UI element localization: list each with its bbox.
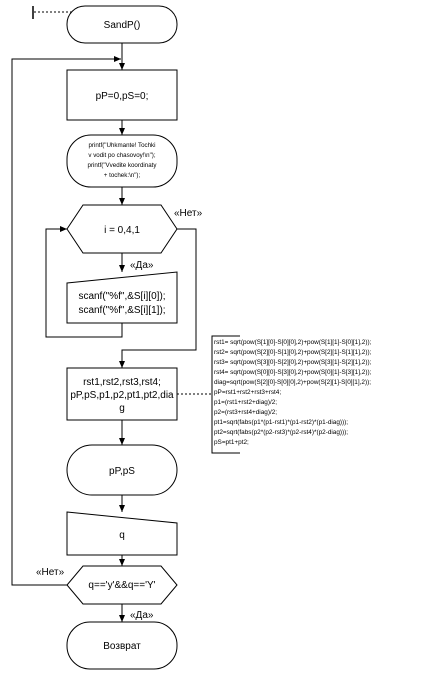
code-line: rst1= sqrt(pow(S[1][0]-S[0][0],2)+pow(S[… <box>214 339 372 346</box>
start-label: SandP() <box>104 20 141 31</box>
loop-yes-label: «Да» <box>130 260 154 271</box>
assign-label: pP=0,pS=0; <box>96 91 149 102</box>
code-line: rst4= sqrt(pow(S[0][0]-S[3][0],2)+pow(S[… <box>214 369 372 376</box>
code-line: pt1=sqrt(fabs(p1*(p1-rst1)*(p1-rst2)*(p1… <box>214 419 348 426</box>
repeat-hexagon <box>66 565 178 605</box>
loop-condition: i = 0,4,1 <box>104 225 140 236</box>
print-line-1: printf("Uhkmante! Tochki <box>88 142 155 149</box>
scanf-line-1: scanf("%f",&S[i][0]); <box>78 291 165 302</box>
compute-line-2: pP,pS,p1,p2,pt1,pt2,dia <box>70 390 174 401</box>
code-line: diag=sqrt(pow(S[2][0]-S[0][0],2)+pow(S[2… <box>214 379 371 386</box>
code-line: pP=rst1+rst2+rst3+rst4; <box>214 389 281 396</box>
code-line: pS=pt1+pt2; <box>214 439 249 446</box>
loop-return-line <box>45 226 123 338</box>
comment-bracket <box>211 335 240 454</box>
repeat-loop-line <box>11 56 121 586</box>
repeat-no-label: «Нет» <box>36 567 65 578</box>
code-line: rst3= sqrt(pow(S[3][0]-S[2][0],2)+pow(S[… <box>214 359 372 366</box>
loop-no-label: «Нет» <box>174 208 203 219</box>
loop-exit-line <box>119 228 197 368</box>
print-line-4: + tochek:\n"); <box>104 172 141 179</box>
code-line: p1=(rst1+rst2+diag)/2; <box>214 399 277 406</box>
end-label: Возврат <box>103 641 141 652</box>
print-line-2: v vodit po chasovoy!\n"); <box>88 152 155 159</box>
print-line-3: printf("Vvedite koordinaty <box>88 162 158 169</box>
code-line: rst2= sqrt(pow(S[2][0]-S[1][0],2)+pow(S[… <box>214 349 372 356</box>
code-line: pt2=sqrt(fabs(p2*(p2-rst3)*(p2-rst4)*(p2… <box>214 429 348 436</box>
scanf-line-2: scanf("%f",&S[i][1]); <box>78 305 165 316</box>
repeat-condition: q=='y'&&q=='Y' <box>88 580 155 591</box>
input-q-label: q <box>119 530 125 541</box>
end-terminator <box>66 621 178 670</box>
output-label: pP,pS <box>109 466 135 477</box>
code-line: p2=(rst3+rst4+diag)/2; <box>214 409 277 416</box>
comment-code: rst1= sqrt(pow(S[1][0]-S[0][0],2)+pow(S[… <box>214 339 372 446</box>
compute-line-1: rst1,rst2,rst3,rst4; <box>83 377 161 388</box>
scanf-input-block <box>66 271 178 324</box>
repeat-yes-label: «Да» <box>130 610 154 621</box>
input-q-block <box>66 511 178 556</box>
compute-line-3: g <box>119 403 125 414</box>
